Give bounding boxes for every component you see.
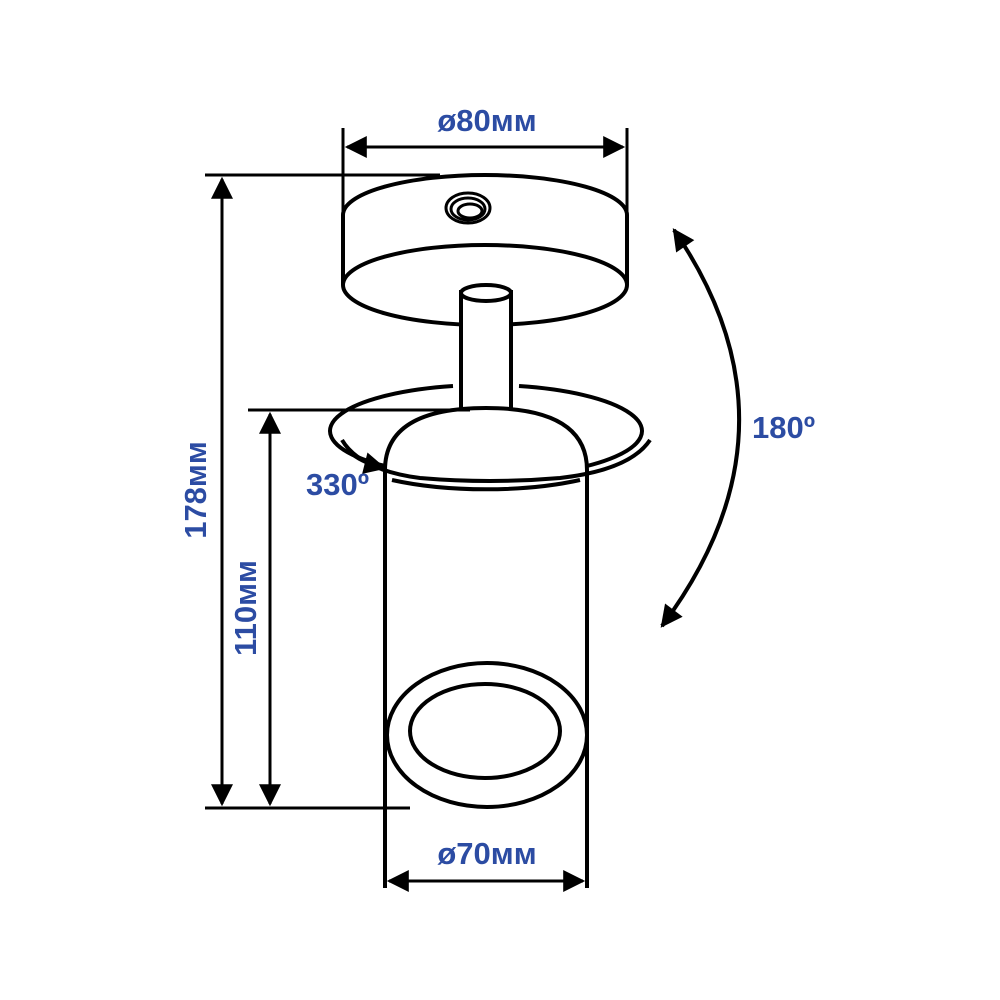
- rotation-angle-label: 330º: [306, 467, 369, 502]
- body-height-label: 110мм: [228, 560, 263, 656]
- lens: [385, 661, 589, 809]
- dimension-total-height: 178мм: [178, 173, 440, 810]
- rotation-angle-marker: 330º: [306, 450, 387, 502]
- dimension-body-height: 110мм: [228, 408, 470, 807]
- dimension-canopy-diameter: ø80мм: [341, 103, 629, 212]
- total-height-label: 178мм: [178, 441, 213, 539]
- tilt-angle-arc: 180º: [660, 228, 815, 628]
- screw-icon: [444, 191, 492, 225]
- body-diameter-label: ø70мм: [437, 836, 536, 871]
- ceiling-canopy: [341, 173, 629, 327]
- stem: [459, 283, 513, 412]
- dimension-body-diameter: ø70мм: [386, 836, 586, 892]
- canopy-diameter-label: ø80мм: [437, 103, 536, 138]
- tilt-angle-label: 180º: [752, 410, 815, 445]
